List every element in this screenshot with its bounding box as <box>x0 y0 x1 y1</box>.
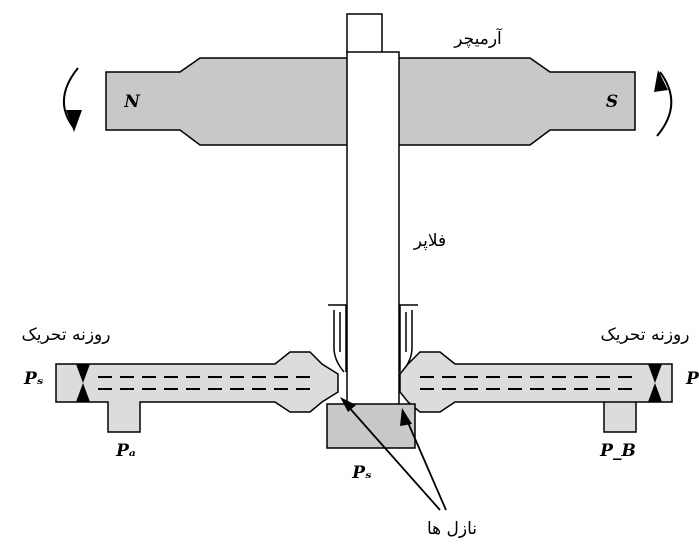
label-pole-n: N <box>123 92 141 112</box>
label-p-b: P_B <box>599 441 636 461</box>
spring-sleeve-left <box>328 304 347 373</box>
label-flapper: فلاپر <box>413 231 446 251</box>
flapper-cap <box>346 13 383 55</box>
rotation-arrow-right-head <box>654 70 668 92</box>
label-nozzles: نازل ها <box>427 519 477 539</box>
housing-left <box>55 351 339 433</box>
label-drive-slot-left: روزنه تحریک <box>22 325 111 345</box>
label-p-left: Pₛ <box>23 369 44 389</box>
nozzle-pointer-right <box>405 417 447 511</box>
drive-slot-right-shape <box>648 364 662 383</box>
rotation-arrow-left <box>62 67 79 129</box>
nozzle-pointer-left-head <box>340 397 356 412</box>
label-p-s: Pₛ <box>351 463 372 483</box>
label-armature: آرمیچر <box>453 27 503 49</box>
rotation-arrow-left-head <box>66 110 82 132</box>
label-pole-s: S <box>606 92 618 112</box>
supply-block <box>326 403 416 449</box>
nozzle-pointer-right-head <box>400 408 412 426</box>
rotation-arrow-right <box>656 71 673 137</box>
label-drive-slot-right: روزنه تحریک <box>601 325 690 345</box>
drive-slot-left-shape <box>76 364 90 383</box>
nozzle-pointer-left <box>345 403 441 511</box>
drive-slot-right-shape-b <box>648 383 662 402</box>
label-p-right: Pₛ <box>685 369 699 389</box>
flapper <box>346 51 400 423</box>
housing-right <box>399 351 673 433</box>
label-p-a: Pₐ <box>115 441 136 461</box>
drive-slot-left-shape-b <box>76 383 90 402</box>
